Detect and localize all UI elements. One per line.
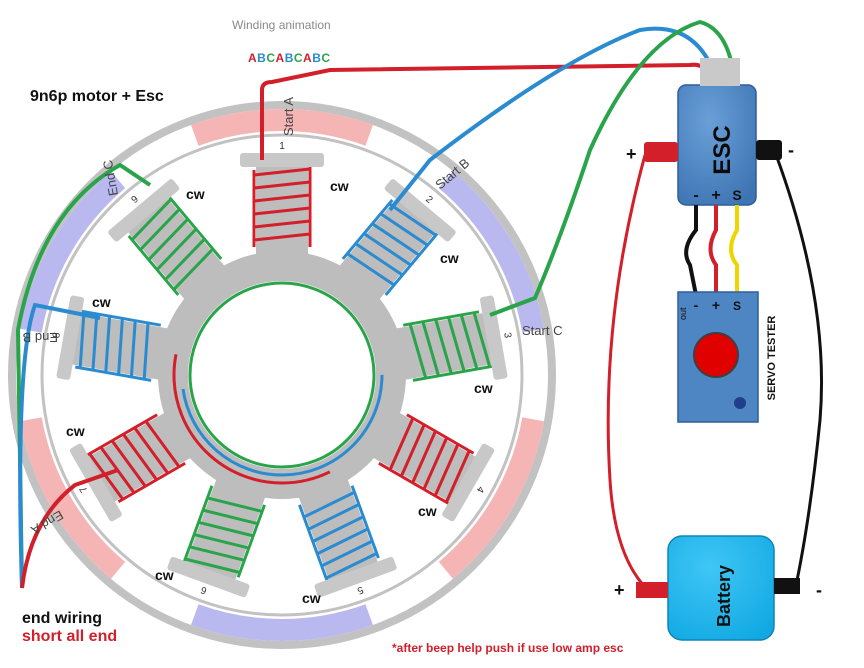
esc-pin-minus: - — [693, 187, 698, 204]
seq-5: B — [284, 51, 294, 65]
start-c-label: Start C — [522, 323, 562, 338]
seq-4: A — [275, 51, 285, 65]
cw-label-7: cw — [66, 423, 85, 439]
seq-7: A — [303, 51, 313, 65]
slot-number-6: 6 — [199, 583, 208, 595]
tooth-4 — [371, 411, 495, 522]
magnet-6 — [20, 171, 126, 333]
slot-number-9: 9 — [129, 194, 141, 206]
short-all-end-label: short all end — [22, 628, 118, 645]
tooth-6 — [167, 476, 267, 598]
magnet-2 — [438, 171, 544, 333]
esc-module: ESC - + S — [644, 58, 782, 206]
battery-minus-lead — [773, 151, 824, 591]
end-wiring-label: end wiring — [22, 610, 102, 627]
battery-plus-lead — [606, 154, 652, 594]
start-a-label: Start A — [281, 97, 296, 136]
tooth-7 — [69, 411, 193, 522]
seq-8: B — [312, 51, 322, 65]
seq-1: A — [248, 51, 258, 65]
end-c-wire — [15, 162, 152, 589]
esc-plus-sign: + — [626, 144, 637, 164]
after-beep-note: *after beep help push if use low amp esc — [392, 641, 624, 655]
start-c-wire — [489, 19, 737, 317]
esc-pin-signal: S — [732, 187, 741, 203]
slot-numbers: 1 2 3 4 5 6 7 8 9 — [51, 141, 513, 596]
end-c-label: End C — [100, 159, 121, 197]
seq-2: B — [257, 51, 267, 65]
magnet-5 — [20, 417, 126, 579]
magnet-segments — [20, 109, 544, 641]
esc-minus-sign: - — [788, 140, 794, 160]
end-b-label: End B — [23, 330, 58, 345]
servo-pin-signal: S — [733, 299, 741, 313]
slot-number-8: 8 — [51, 331, 63, 339]
slot-number-7: 7 — [78, 484, 91, 495]
cw-label-3: cw — [474, 380, 493, 396]
magnet-1 — [191, 109, 373, 146]
animation-title: Winding animation — [232, 18, 331, 32]
motor-title: 9n6p motor + Esc — [30, 88, 164, 105]
slot-number-4: 4 — [474, 484, 487, 495]
seq-6: C — [293, 51, 304, 65]
end-a-wire — [20, 468, 119, 589]
rotor-magnet-ring — [8, 101, 556, 649]
servo-cable — [684, 205, 739, 296]
battery: Battery — [636, 535, 800, 641]
servo-out-label: out — [678, 307, 688, 320]
esc-label: ESC — [709, 125, 736, 174]
slot-number-3: 3 — [501, 332, 513, 340]
stator-core — [56, 153, 508, 598]
cw-label-8: cw — [92, 294, 111, 310]
battery-label: Battery — [714, 565, 734, 627]
slot-number-5: 5 — [355, 584, 364, 596]
stator-teeth — [56, 153, 508, 598]
end-b-wire — [18, 302, 101, 589]
magnet-3 — [438, 417, 544, 579]
battery-minus-sign: - — [816, 580, 822, 600]
tooth-8 — [56, 295, 171, 382]
cw-label-4: cw — [418, 503, 437, 519]
tooth-1 — [240, 153, 324, 257]
cw-label-1: cw — [330, 178, 349, 194]
seq-9: C — [321, 51, 331, 65]
tooth-9 — [108, 179, 227, 302]
magnet-4 — [191, 604, 373, 641]
servo-tester-label: SERVO TESTER — [766, 316, 778, 401]
servo-pin-minus: - — [694, 297, 699, 313]
servo-tester: SERVO TESTER out - + S — [677, 291, 778, 423]
slot-number-2: 2 — [423, 194, 435, 206]
battery-plus-sign: + — [614, 580, 625, 600]
cw-label-2: cw — [440, 250, 459, 266]
servo-pin-plus: + — [712, 297, 720, 313]
seq-3: C — [266, 51, 276, 65]
cw-label-6: cw — [155, 567, 174, 583]
tooth-3 — [393, 295, 508, 382]
start-b-wire — [388, 26, 720, 212]
tooth-5 — [297, 476, 397, 598]
slot-number-1: 1 — [279, 141, 285, 152]
esc-pin-plus: + — [711, 187, 720, 204]
phase-sequence: ABCABCABC — [248, 51, 331, 65]
cw-label-5: cw — [302, 590, 321, 606]
cw-label-9: cw — [186, 186, 205, 202]
